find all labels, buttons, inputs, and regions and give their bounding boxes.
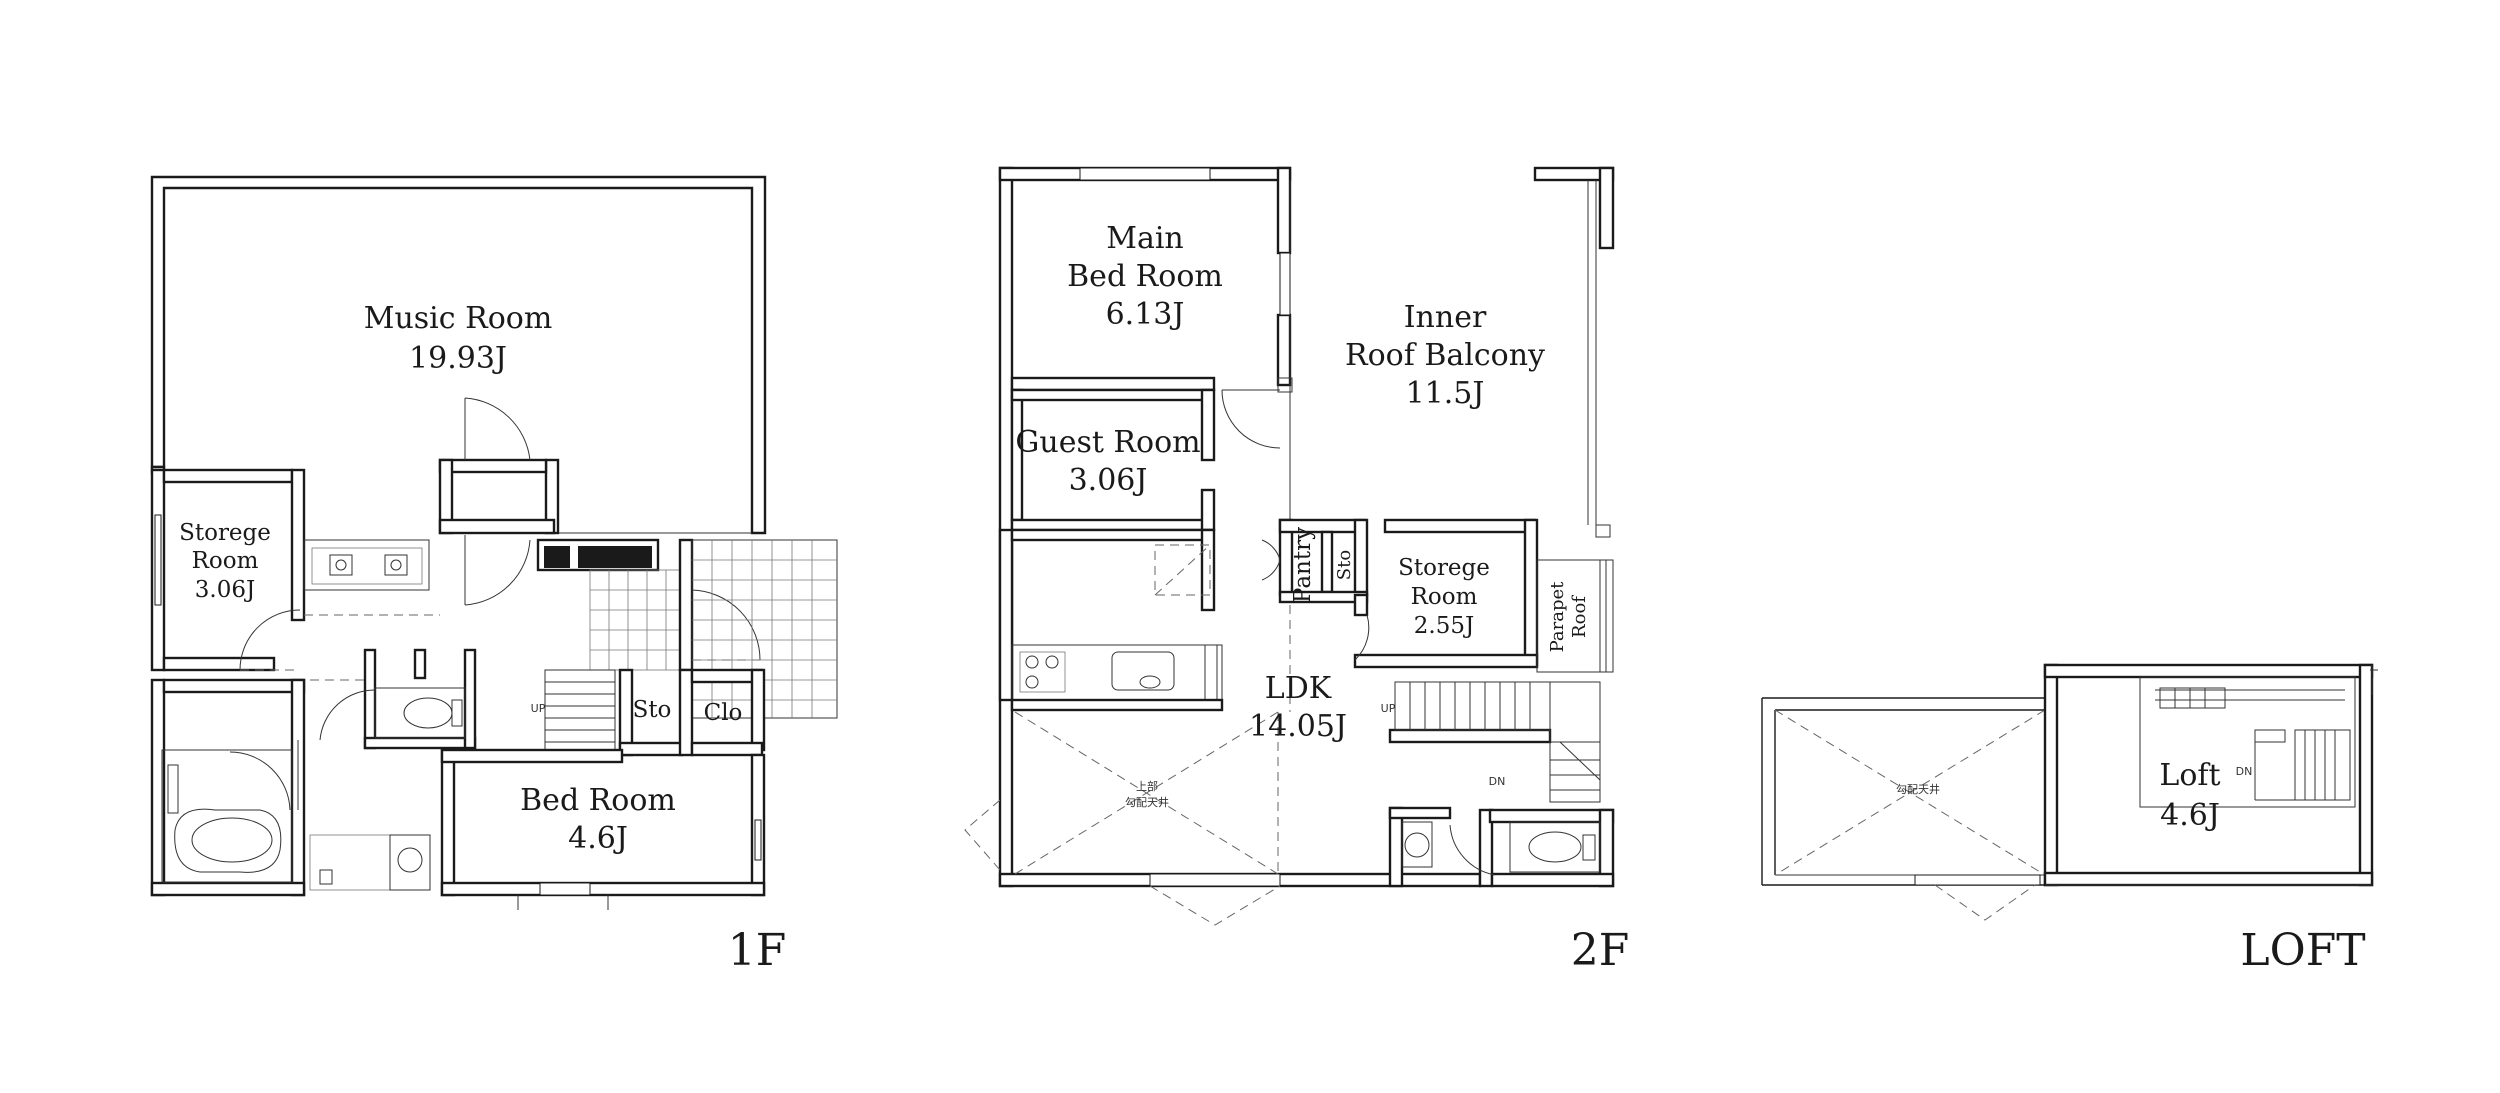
sto-label-2f: Sto xyxy=(1334,550,1355,580)
storage-room-1f-line2: Room xyxy=(192,548,259,574)
guest-room xyxy=(1010,388,1216,532)
loft-room-size: 4.6J xyxy=(2160,798,2220,833)
kitchen xyxy=(998,528,1224,712)
storage-room-1f xyxy=(150,468,306,672)
parapet-roof-line1: Parapet xyxy=(1547,581,1568,653)
guest-room-name: Guest Room xyxy=(1015,425,1200,460)
inner-roof-balcony xyxy=(1277,180,1611,538)
entrance-tiles xyxy=(589,569,686,671)
parapet-roof xyxy=(1536,559,1614,673)
stair-2f: UP DN xyxy=(1381,681,1601,803)
bed-room-1f-size: 4.6J xyxy=(568,821,628,856)
guest-room-size: 3.06J xyxy=(1069,463,1148,498)
laundry-area xyxy=(309,834,431,891)
music-room xyxy=(150,175,767,606)
toilet-1f xyxy=(310,648,477,750)
loft-ceiling-note: 勾配天井 xyxy=(1896,782,1940,796)
floor-loft: 勾配天井 DN xyxy=(1761,663,2378,976)
main-bed-room-line2: Bed Room xyxy=(1067,259,1223,294)
music-room-size: 19.93J xyxy=(409,341,507,376)
dn-label-2f: DN xyxy=(1489,775,1506,788)
parapet-roof-line2: Roof xyxy=(1569,595,1590,638)
main-bed-room-line1: Main xyxy=(1106,221,1184,256)
loft-stair: DN xyxy=(2139,676,2356,808)
music-room-name: Music Room xyxy=(364,301,553,336)
pantry-sto xyxy=(1261,518,1369,604)
sto-label-1f: Sto xyxy=(633,697,672,723)
closets-1f xyxy=(618,668,766,757)
storage-room-2f-size: 2.55J xyxy=(1414,613,1474,639)
wash-counter xyxy=(303,539,430,591)
dn-label-loft: DN xyxy=(2236,765,2253,778)
storage-room-2f-line2: Room xyxy=(1411,584,1478,610)
bed-room-1f-name: Bed Room xyxy=(520,783,676,818)
clo-label-1f: Clo xyxy=(704,700,743,726)
stair-1f xyxy=(544,669,616,756)
storage-room-2f-line1: Storege xyxy=(1398,555,1490,581)
floor-label-1f: 1F xyxy=(728,925,787,976)
floor-1f: UP xyxy=(150,175,838,976)
bed-room-1f xyxy=(440,748,766,897)
storage-room-1f-size: 3.06J xyxy=(195,577,255,603)
inner-roof-balcony-line1: Inner xyxy=(1404,300,1487,335)
loft-sloped-ceiling: 勾配天井 xyxy=(1761,697,2050,921)
floor-label-2f: 2F xyxy=(1571,925,1630,976)
floor-label-loft: LOFT xyxy=(2240,925,2365,976)
ldk-ceiling xyxy=(964,530,1291,926)
main-bed-room-size: 6.13J xyxy=(1106,297,1185,332)
floor-2f: UP DN Main Bed Room 6.13J Inner Roof Bal… xyxy=(964,166,1630,976)
ceiling-note-2f-line1: 上部 xyxy=(1136,779,1158,793)
storage-room-1f-line1: Storege xyxy=(179,520,271,546)
ldk-size: 14.05J xyxy=(1249,709,1347,744)
up-label-1f: UP xyxy=(531,702,546,715)
ceiling-note-2f-line2: 勾配天井 xyxy=(1125,795,1169,809)
ldk-name: LDK xyxy=(1265,671,1332,706)
inner-roof-balcony-size: 11.5J xyxy=(1406,376,1485,411)
loft-room-name: Loft xyxy=(2159,758,2220,793)
entrance-hall-1f: UP xyxy=(531,538,761,756)
pantry-label: Pantry xyxy=(1290,527,1316,603)
inner-roof-balcony-line2: Roof Balcony xyxy=(1345,338,1545,373)
up-label-2f: UP xyxy=(1381,702,1396,715)
toilet-2f xyxy=(1388,806,1601,888)
bath-room xyxy=(150,678,306,897)
storage-room-2f xyxy=(1353,518,1539,669)
